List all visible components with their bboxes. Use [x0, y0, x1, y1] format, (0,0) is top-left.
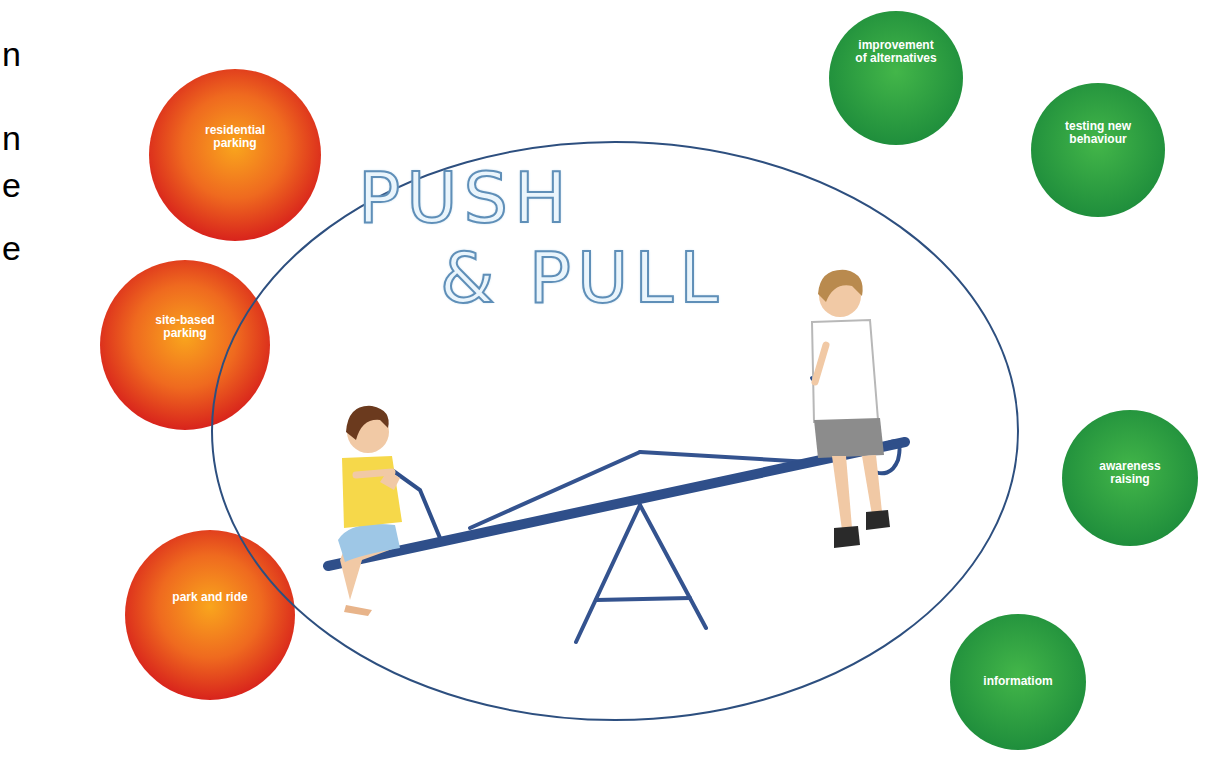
filled-circle	[1031, 83, 1165, 217]
push-measure-circle: residential parking	[149, 69, 321, 241]
circle-label: informatiom	[977, 675, 1059, 688]
filled-circle	[100, 260, 270, 430]
filled-circle	[149, 69, 321, 241]
pull-measure-circle: awareness raising	[1062, 410, 1198, 546]
edge-text-fragment: n	[2, 118, 21, 158]
pull-measure-circle: testing new behaviour	[1031, 83, 1165, 217]
filled-circle	[125, 530, 295, 700]
push-pull-ellipse: PUSH& PULL	[210, 140, 1020, 722]
filled-circle	[950, 614, 1086, 750]
ellipse-outline	[212, 142, 1018, 720]
circle-label: residential parking	[187, 124, 283, 150]
pull-title: & PULL	[440, 240, 724, 316]
node-outline	[125, 530, 295, 700]
push-measure-circle: park and ride	[125, 530, 295, 700]
circle-label: improvement of alternatives	[855, 39, 937, 65]
edge-text-fragment: e	[2, 165, 21, 205]
circle-label: testing new behaviour	[1057, 120, 1139, 146]
node-outline	[149, 69, 321, 241]
filled-circle	[1062, 410, 1198, 546]
node-outline	[829, 11, 963, 145]
circle-label: park and ride	[162, 591, 258, 604]
node-outline	[100, 260, 270, 430]
edge-text-fragment: e	[2, 228, 21, 268]
circle-label: site-based parking	[137, 314, 233, 340]
push-title: PUSH	[358, 160, 573, 236]
circle-label: awareness raising	[1089, 460, 1171, 486]
push-measure-circle: site-based parking	[100, 260, 270, 430]
filled-circle	[829, 11, 963, 145]
node-outline	[210, 140, 1020, 722]
node-outline	[1031, 83, 1165, 217]
edge-text-fragment: n	[2, 34, 21, 74]
pull-measure-circle: informatiom	[950, 614, 1086, 750]
pull-measure-circle: improvement of alternatives	[829, 11, 963, 145]
